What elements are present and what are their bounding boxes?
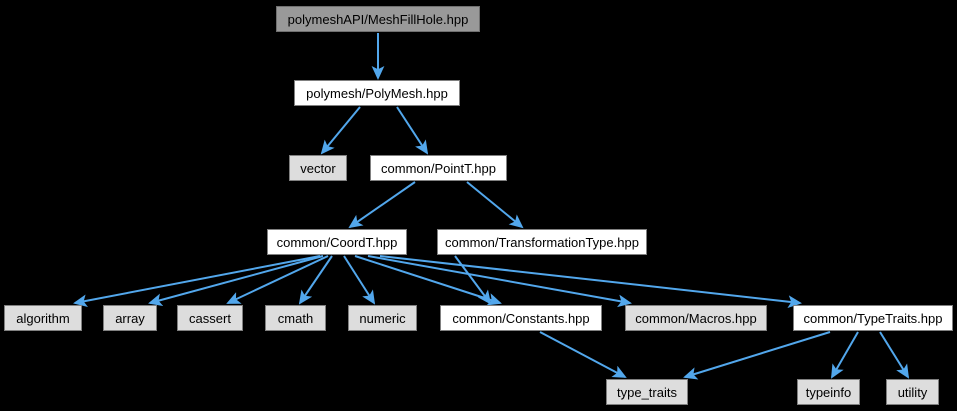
edge-typetraits-to-type_traits bbox=[683, 331, 831, 380]
node-numeric[interactable]: numeric bbox=[348, 305, 417, 331]
node-constants[interactable]: common/Constants.hpp bbox=[440, 305, 602, 331]
edge-pointt-to-transformationtype bbox=[466, 181, 524, 229]
node-utility[interactable]: utility bbox=[886, 379, 939, 405]
edge-typetraits-to-utility bbox=[879, 331, 910, 379]
node-label-transformationtype: common/TransformationType.hpp bbox=[445, 234, 639, 250]
node-macros[interactable]: common/Macros.hpp bbox=[625, 305, 767, 331]
edge-coordt-to-macros bbox=[367, 255, 632, 308]
node-typeinfo[interactable]: typeinfo bbox=[797, 379, 860, 405]
node-label-coordt: common/CoordT.hpp bbox=[276, 234, 398, 250]
node-label-vector: vector bbox=[300, 160, 336, 176]
node-type_traits[interactable]: type_traits bbox=[606, 379, 688, 405]
node-array[interactable]: array bbox=[103, 305, 157, 331]
edge-coordt-to-cassert bbox=[226, 255, 329, 304]
edge-pointt-to-coordt bbox=[348, 181, 416, 229]
edge-typetraits-to-typeinfo bbox=[830, 331, 859, 379]
node-meshfillhole[interactable]: polymeshAPI/MeshFillHole.hpp bbox=[276, 6, 480, 32]
node-polymesh[interactable]: polymesh/PolyMesh.hpp bbox=[294, 80, 460, 106]
node-label-constants: common/Constants.hpp bbox=[452, 310, 590, 326]
node-coordt[interactable]: common/CoordT.hpp bbox=[267, 229, 407, 255]
edge-coordt-to-array bbox=[148, 255, 324, 307]
node-vector[interactable]: vector bbox=[289, 155, 347, 181]
edge-coordt-to-numeric bbox=[343, 255, 376, 305]
node-label-numeric: numeric bbox=[359, 310, 406, 326]
node-label-meshfillhole: polymeshAPI/MeshFillHole.hpp bbox=[287, 11, 469, 27]
node-cassert[interactable]: cassert bbox=[177, 305, 243, 331]
node-label-type_traits: type_traits bbox=[617, 384, 677, 400]
edge-constants-to-type_traits bbox=[539, 331, 627, 378]
node-label-array: array bbox=[115, 310, 145, 326]
node-transformationtype[interactable]: common/TransformationType.hpp bbox=[437, 229, 647, 255]
edge-coordt-to-cmath bbox=[298, 255, 333, 305]
edge-transformationtype-to-constants bbox=[454, 255, 492, 305]
node-pointt[interactable]: common/PointT.hpp bbox=[370, 155, 507, 181]
node-algorithm[interactable]: algorithm bbox=[4, 305, 82, 331]
node-cmath[interactable]: cmath bbox=[265, 305, 326, 331]
edge-polymesh-to-vector bbox=[320, 106, 361, 155]
node-typetraits[interactable]: common/TypeTraits.hpp bbox=[793, 305, 953, 331]
edge-polymesh-to-pointt bbox=[396, 106, 429, 155]
node-label-typetraits: common/TypeTraits.hpp bbox=[803, 310, 943, 326]
edge-coordt-to-typetraits bbox=[379, 255, 802, 309]
node-label-cassert: cassert bbox=[189, 310, 231, 326]
node-label-typeinfo: typeinfo bbox=[805, 384, 852, 400]
node-label-pointt: common/PointT.hpp bbox=[381, 160, 496, 176]
node-label-macros: common/Macros.hpp bbox=[635, 310, 757, 326]
node-label-algorithm: algorithm bbox=[16, 310, 70, 326]
edge-coordt-to-constants bbox=[354, 255, 502, 306]
node-label-polymesh: polymesh/PolyMesh.hpp bbox=[306, 85, 448, 101]
edge-coordt-to-algorithm bbox=[73, 255, 321, 308]
node-label-cmath: cmath bbox=[277, 310, 314, 326]
node-label-utility: utility bbox=[897, 384, 928, 400]
